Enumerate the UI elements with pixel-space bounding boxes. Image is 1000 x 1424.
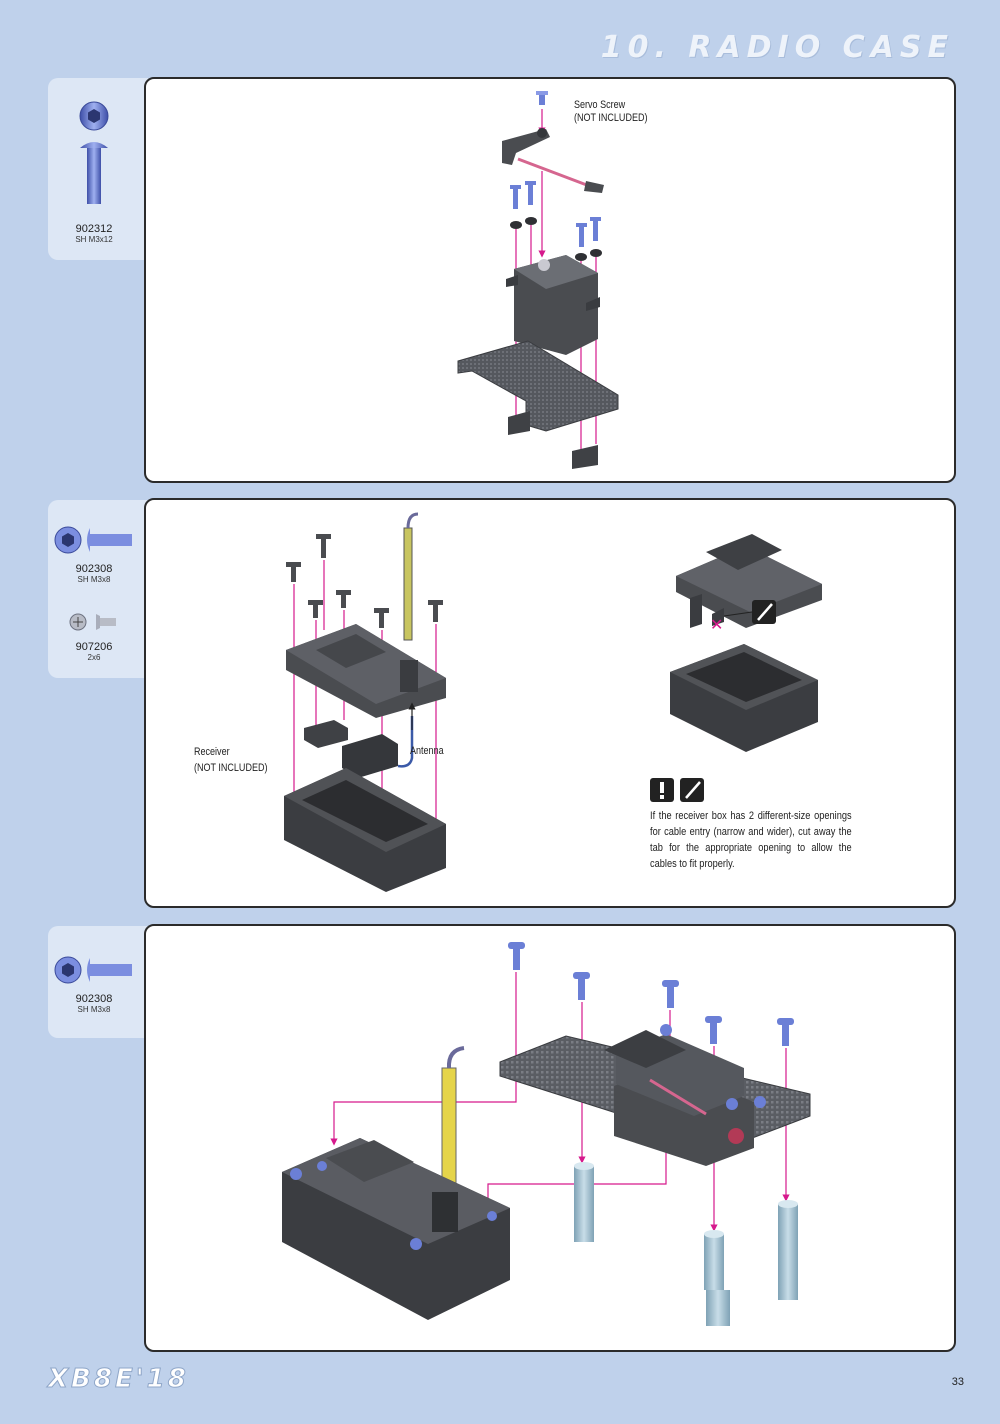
part-size: SH M3x8 [77,575,111,584]
part-902308: 902308 SH M3x8 [48,524,140,585]
parts-tab-step-2: 902308 SH M3x8 907206 2x6 [48,500,148,678]
screw-icon [54,526,132,554]
step-1-panel: Servo Screw (NOT INCLUDED) [144,77,956,483]
part-size: 2x6 [87,653,101,662]
part-code: 902312 [75,223,113,235]
final-assembly-diagram [282,942,811,1326]
screw-icon [79,101,109,204]
antenna-label: Antenna [410,745,444,757]
servo-assembly-diagram [457,91,619,469]
part-902312: 902312 SH M3x12 [48,98,140,245]
part-size: SH M3x12 [75,235,113,244]
part-code: 907206 [75,641,113,653]
receiver-note: (NOT INCLUDED) [194,762,268,774]
part-code: 902308 [75,563,113,575]
page-number: 33 [951,1376,964,1388]
servo-screw-label: Servo Screw [574,99,626,111]
servo-screw-note: (NOT INCLUDED) [574,112,648,124]
part-907206: 907206 2x6 [48,608,140,663]
parts-tab-step-1: 902312 SH M3x12 [48,78,148,260]
receiver-label: Receiver [194,746,230,758]
page-title: 10. RADIO CASE [600,30,954,65]
receiver-box-diagram: ✕ [284,512,822,892]
svg-text:✕: ✕ [710,615,723,634]
part-size: SH M3x8 [77,1005,111,1014]
screw-icon [69,613,116,631]
tip-note: If the receiver box has 2 different-size… [650,810,852,870]
parts-tab-step-3: 902308 SH M3x8 [48,926,148,1038]
step-2-panel: ✕ Receiver (NOT INCLUDED) Antenna If the… [144,498,956,908]
brand-logo: XB8E'18 [48,1364,189,1395]
part-902308: 902308 SH M3x8 [48,954,140,1015]
screw-icon [54,956,132,984]
part-code: 902308 [75,993,113,1005]
step-3-panel [144,924,956,1352]
